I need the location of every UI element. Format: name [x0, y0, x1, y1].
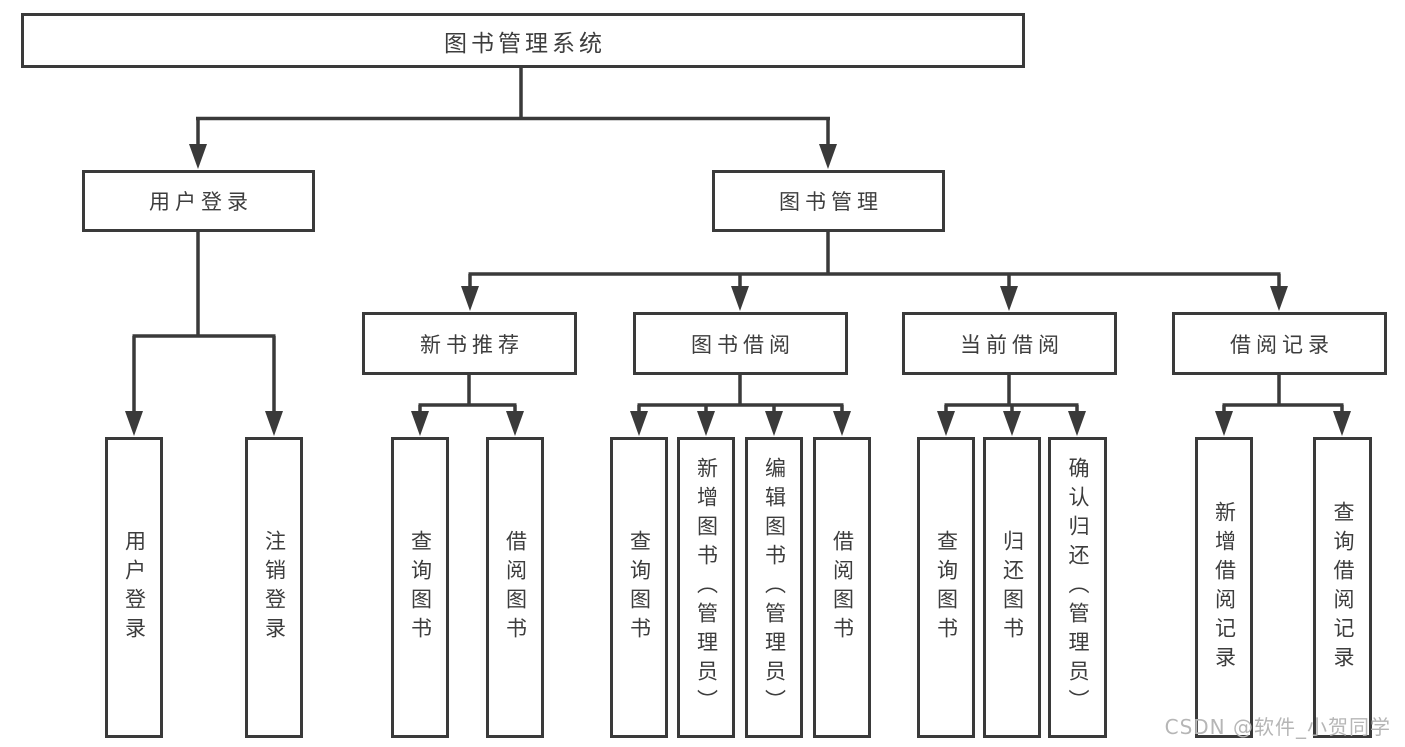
node-label: 新书推荐	[420, 332, 524, 357]
node-label: 用户登录	[149, 190, 253, 214]
node-label: 图书借阅	[691, 332, 795, 357]
node-label: 当前借阅	[960, 332, 1064, 357]
node-label: 借阅记录	[1230, 332, 1334, 357]
arrow-down-icon	[1000, 286, 1018, 311]
node-label: 图书管理系统	[444, 30, 606, 57]
node-new-book-recommend: 新书推荐	[362, 312, 577, 375]
arrow-down-icon	[265, 411, 283, 436]
arrow-down-icon	[506, 411, 524, 436]
watermark: CSDN @软件_小贺同学	[1164, 715, 1391, 739]
node-label: 查询图书	[627, 529, 652, 646]
arrow-down-icon	[630, 411, 648, 436]
node-label: 图书管理	[779, 190, 883, 214]
arrow-down-icon	[1003, 411, 1021, 436]
leaf-return-book: 归还图书	[983, 437, 1041, 738]
leaf-query-borrow-record: 查询借阅记录	[1313, 437, 1372, 738]
node-label: 新增图书（管理员）	[694, 457, 719, 718]
node-book-borrow: 图书借阅	[633, 312, 848, 375]
leaf-query-books-borrow: 查询图书	[610, 437, 668, 738]
arrow-down-icon	[765, 411, 783, 436]
node-label: 确认归还（管理员）	[1066, 457, 1090, 718]
arrow-down-icon	[1068, 411, 1086, 436]
node-borrow-records: 借阅记录	[1172, 312, 1387, 375]
node-user-login: 用户登录	[82, 170, 315, 232]
leaf-query-books-recommend: 查询图书	[391, 437, 449, 738]
leaf-borrow-books: 借阅图书	[813, 437, 871, 738]
arrow-down-icon	[819, 144, 837, 169]
node-current-borrow: 当前借阅	[902, 312, 1117, 375]
arrow-down-icon	[1270, 286, 1288, 311]
node-root: 图书管理系统	[21, 13, 1025, 68]
node-label: 归还图书	[1000, 529, 1025, 646]
leaf-logout-login: 注销登录	[245, 437, 303, 738]
node-label: 用户登录	[122, 529, 147, 646]
leaf-borrow-books-recommend: 借阅图书	[486, 437, 544, 738]
arrow-down-icon	[1215, 411, 1233, 436]
arrow-down-icon	[411, 411, 429, 436]
leaf-edit-book-admin: 编辑图书（管理员）	[745, 437, 803, 738]
node-label: 新增借阅记录	[1212, 500, 1237, 675]
node-label: 查询图书	[408, 529, 433, 646]
arrow-down-icon	[1333, 411, 1351, 436]
node-label: 编辑图书（管理员）	[762, 457, 787, 718]
arrow-down-icon	[731, 286, 749, 311]
node-label: 注销登录	[262, 529, 287, 646]
arrow-down-icon	[833, 411, 851, 436]
arrow-down-icon	[697, 411, 715, 436]
leaf-user-login: 用户登录	[105, 437, 163, 738]
arrow-down-icon	[937, 411, 955, 436]
leaf-query-books-current: 查询图书	[917, 437, 975, 738]
node-label: 借阅图书	[830, 529, 855, 646]
node-label: 借阅图书	[503, 529, 528, 646]
arrow-down-icon	[125, 411, 143, 436]
arrow-down-icon	[461, 286, 479, 311]
node-label: 查询图书	[934, 529, 959, 646]
arrow-down-icon	[189, 144, 207, 169]
node-label: 查询借阅记录	[1331, 500, 1355, 675]
node-book-management: 图书管理	[712, 170, 945, 232]
leaf-add-book-admin: 新增图书（管理员）	[677, 437, 735, 738]
leaf-add-borrow-record: 新增借阅记录	[1195, 437, 1253, 738]
leaf-confirm-return-admin: 确认归还（管理员）	[1048, 437, 1107, 738]
